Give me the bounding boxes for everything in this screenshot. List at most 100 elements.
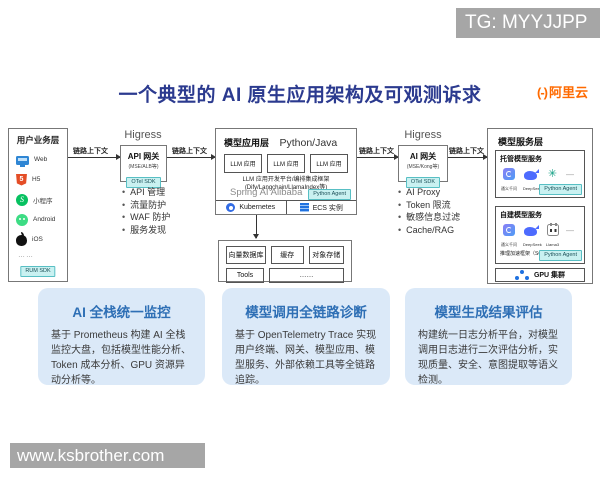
llama-icon (546, 222, 559, 236)
h5-icon (16, 173, 27, 186)
card-title: 模型生成结果评估 (434, 305, 543, 320)
list-item-android: Android (16, 213, 67, 226)
bullet-dot: • (398, 224, 402, 235)
ai-gateway-subtitle: (MSE/Kong等) (406, 164, 440, 170)
arrow-apigw-to-app (167, 153, 216, 161)
python-agent-badge-hosted: Python Agent (539, 184, 582, 195)
deepseek-label: DeepSeek (522, 242, 542, 247)
kubernetes-cell: Kubernetes (216, 201, 287, 214)
miniprogram-icon (16, 193, 28, 206)
deepseek-icon (524, 227, 537, 236)
ios-label: iOS (32, 236, 43, 243)
otel-sdk-badge-api: OTel SDK (126, 177, 161, 188)
bullet-dot: • (122, 199, 126, 210)
bullet-dot: • (398, 212, 402, 222)
gpu-cluster-box: GPU 集群 (495, 268, 585, 282)
list-item-miniprogram: 小程序 (16, 193, 67, 206)
llm-app-box: LLM 应用 (267, 154, 305, 173)
gpu-cluster-label: GPU 集群 (533, 272, 566, 279)
trace-context-label-2: 链路上下文 (172, 148, 207, 155)
deepseek-icon (524, 171, 537, 180)
model-app-layer-box: 模型应用层 Python/Java LLM 应用 LLM 应用 LLM 应用 L… (215, 128, 357, 215)
more-models-dash: — (566, 170, 574, 179)
gpu-cluster-icon (515, 269, 529, 281)
api-gateway-name: API 网关 (127, 152, 160, 161)
more-models-dash: — (566, 226, 574, 235)
card-body: 构建统一日志分析平台，对模型调用日志进行二次评估分析，实现质量、安全、意图提取等… (418, 330, 558, 386)
alibaba-cloud-logo: (-)阿里云 (537, 82, 588, 101)
user-layer-ellipsis: …… (18, 252, 34, 259)
self-built-models-row: 通义千问 DeepSeek Llama3 — (500, 222, 580, 248)
card-title: AI 全栈统一监控 (72, 305, 171, 320)
ai-gateway-box: AI 网关 (MSE/Kong等) OTel SDK (398, 145, 448, 188)
vector-db-box: 向量数据库 (226, 246, 266, 264)
bullet-dot: • (122, 187, 126, 197)
hosted-model-service-box: 托管模型服务 通义千问 DeepSeek OpenAI — Python Age… (495, 150, 585, 198)
api-gateway-subtitle: (MSE/ALB等) (128, 164, 159, 170)
hosted-title: 托管模型服务 (500, 156, 542, 163)
ai-bullet-0: AI Proxy (406, 187, 441, 197)
web-label: Web (34, 156, 48, 163)
tongyi-label: 通义千问 (500, 186, 518, 191)
otel-sdk-badge-ai: OTel SDK (405, 177, 441, 188)
card-title: 模型调用全链路诊断 (245, 305, 367, 320)
ecs-label: ECS 实例 (312, 204, 343, 212)
trace-context-label-4: 链路上下文 (449, 148, 484, 155)
model-tongyi: 通义千问 (500, 223, 517, 248)
ecs-icon (299, 203, 309, 212)
user-business-layer-panel: 用户业务层 Web H5 小程序 Android iOS …… RUM SDK (8, 128, 68, 282)
model-service-layer-panel: 模型服务层 托管模型服务 通义千问 DeepSeek OpenAI — Pyth… (487, 128, 593, 284)
higress-label-api: Higress (124, 129, 162, 141)
card-body: 基于 Prometheus 构建 AI 全栈监控大盘，包括模型性能分析、Toke… (51, 330, 191, 386)
page-title: 一个典型的 AI 原生应用架构及可观测诉求 (118, 85, 482, 106)
object-storage-box: 对象存储 (308, 246, 344, 264)
dependencies-box: 向量数据库 缓存 对象存储 Tools …… (218, 240, 352, 283)
inference-framework-label: 推理加速框架（SGLang/vLLM等） (500, 250, 580, 257)
arrow-aigw-to-service (448, 153, 488, 161)
platform-line1: LLM 应用开发平台/编排集成框架 (242, 177, 330, 183)
deepseek-label: DeepSeek (522, 186, 542, 191)
ai-bullet-1: Token 限流 (406, 199, 451, 210)
rum-sdk-badge: RUM SDK (20, 266, 56, 277)
card-trace-diagnosis: 模型调用全链路诊断 基于 OpenTelemetry Trace 实现用户终端、… (222, 288, 390, 386)
trace-context-label-3: 链路上下文 (359, 148, 394, 155)
model-tongyi: 通义千问 (500, 167, 517, 192)
higress-label-ai: Higress (404, 129, 442, 141)
alibaba-bracket-icon: (-) (536, 85, 548, 100)
app-layer-lang: Python/Java (279, 137, 338, 149)
api-gateway-bullets: •API 管理 •流量防护 •WAF 防护 •服务发现 (122, 186, 170, 236)
tools-box: Tools (226, 268, 264, 283)
ai-gateway-bullets: • AI Proxy • Token 限流 • 敏感信息过滤 • Cache/RAG (398, 186, 460, 236)
ai-bullet-2: 敏感信息过滤 (406, 212, 461, 222)
list-item-ios: iOS (16, 232, 67, 246)
bullet-dot: • (398, 187, 402, 197)
ecs-cell: ECS 实例 (287, 201, 357, 214)
deps-row-1: 向量数据库 缓存 对象存储 (226, 246, 344, 264)
bullet-dot: • (398, 199, 402, 210)
card-fullstack-monitoring: AI 全栈统一监控 基于 Prometheus 构建 AI 全栈监控大盘，包括模… (38, 288, 205, 386)
list-item-h5: H5 (16, 173, 67, 186)
self-built-model-service-box: 自建模型服务 通义千问 DeepSeek Llama3 — 推理加速框架（SGL… (495, 206, 585, 264)
ai-bullet-3: Cache/RAG (406, 224, 455, 235)
alibaba-logo-text: 阿里云 (548, 85, 588, 100)
cache-box: 缓存 (270, 246, 304, 264)
bullet-dot: • (122, 224, 126, 235)
ai-gateway-name: AI 网关 (409, 152, 437, 161)
app-layer-title: 模型应用层 (224, 138, 270, 148)
arrow-app-to-aigw (357, 153, 399, 161)
android-icon (16, 213, 28, 226)
api-bullet-0: API 管理 (130, 187, 166, 197)
spring-ai-alibaba-label: Spring AI Alibaba (230, 187, 303, 198)
model-service-title: 模型服务层 (498, 137, 544, 147)
self-built-title: 自建模型服务 (500, 212, 542, 219)
card-body: 基于 OpenTelemetry Trace 实现用户终端、网关、模型应用、模型… (235, 330, 377, 386)
platform-text: LLM 应用开发平台/编排集成框架 (Dify/Langchain/LlamaI… (216, 176, 356, 192)
api-bullet-2: WAF 防护 (130, 212, 171, 222)
web-icon (16, 155, 29, 167)
llama-label: Llama3 (545, 242, 560, 247)
api-gateway-box: API 网关 (MSE/ALB等) OTel SDK (120, 145, 167, 188)
card-result-evaluation: 模型生成结果评估 构建统一日志分析平台，对模型调用日志进行二次评估分析，实现质量… (405, 288, 572, 386)
llm-apps-row: LLM 应用 LLM 应用 LLM 应用 (224, 154, 348, 173)
apple-icon (16, 232, 27, 246)
